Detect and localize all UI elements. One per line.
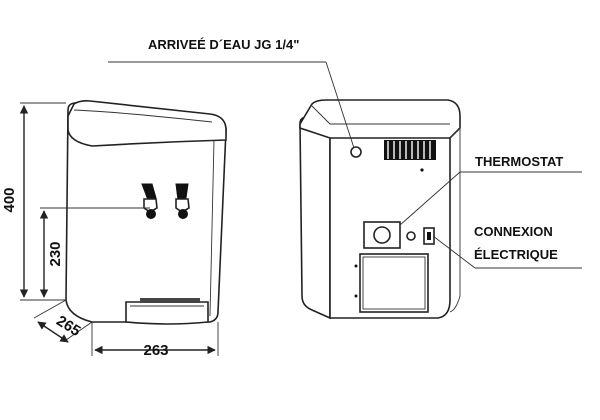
vent-grille	[384, 140, 436, 160]
dimension-height-tap: 230	[47, 241, 64, 266]
thermostat-box	[363, 221, 401, 249]
power-socket	[423, 227, 435, 245]
tap-left	[141, 183, 158, 219]
dimension-height-total: 400	[1, 187, 18, 212]
water-inlet-port	[350, 146, 362, 158]
label-connexion-line1: CONNEXION	[474, 224, 553, 239]
back-side-panel	[299, 116, 331, 320]
callout-lines	[108, 61, 582, 269]
front-view-unit	[65, 100, 227, 325]
back-lid	[299, 99, 461, 139]
label-water-inlet: ARRIVEÉ D´EAU JG 1/4"	[148, 37, 299, 52]
front-lid	[67, 100, 227, 147]
back-view-unit	[299, 99, 461, 320]
access-panel	[359, 253, 429, 313]
small-knob	[406, 231, 416, 241]
label-connexion-line2: ÉLECTRIQUE	[474, 247, 558, 262]
drip-tray	[125, 298, 209, 325]
label-thermostat: THERMOSTAT	[475, 154, 563, 169]
front-body	[65, 102, 227, 323]
dimension-width: 263	[143, 342, 168, 359]
tap-right	[175, 183, 190, 219]
dimension-lines	[19, 102, 219, 356]
